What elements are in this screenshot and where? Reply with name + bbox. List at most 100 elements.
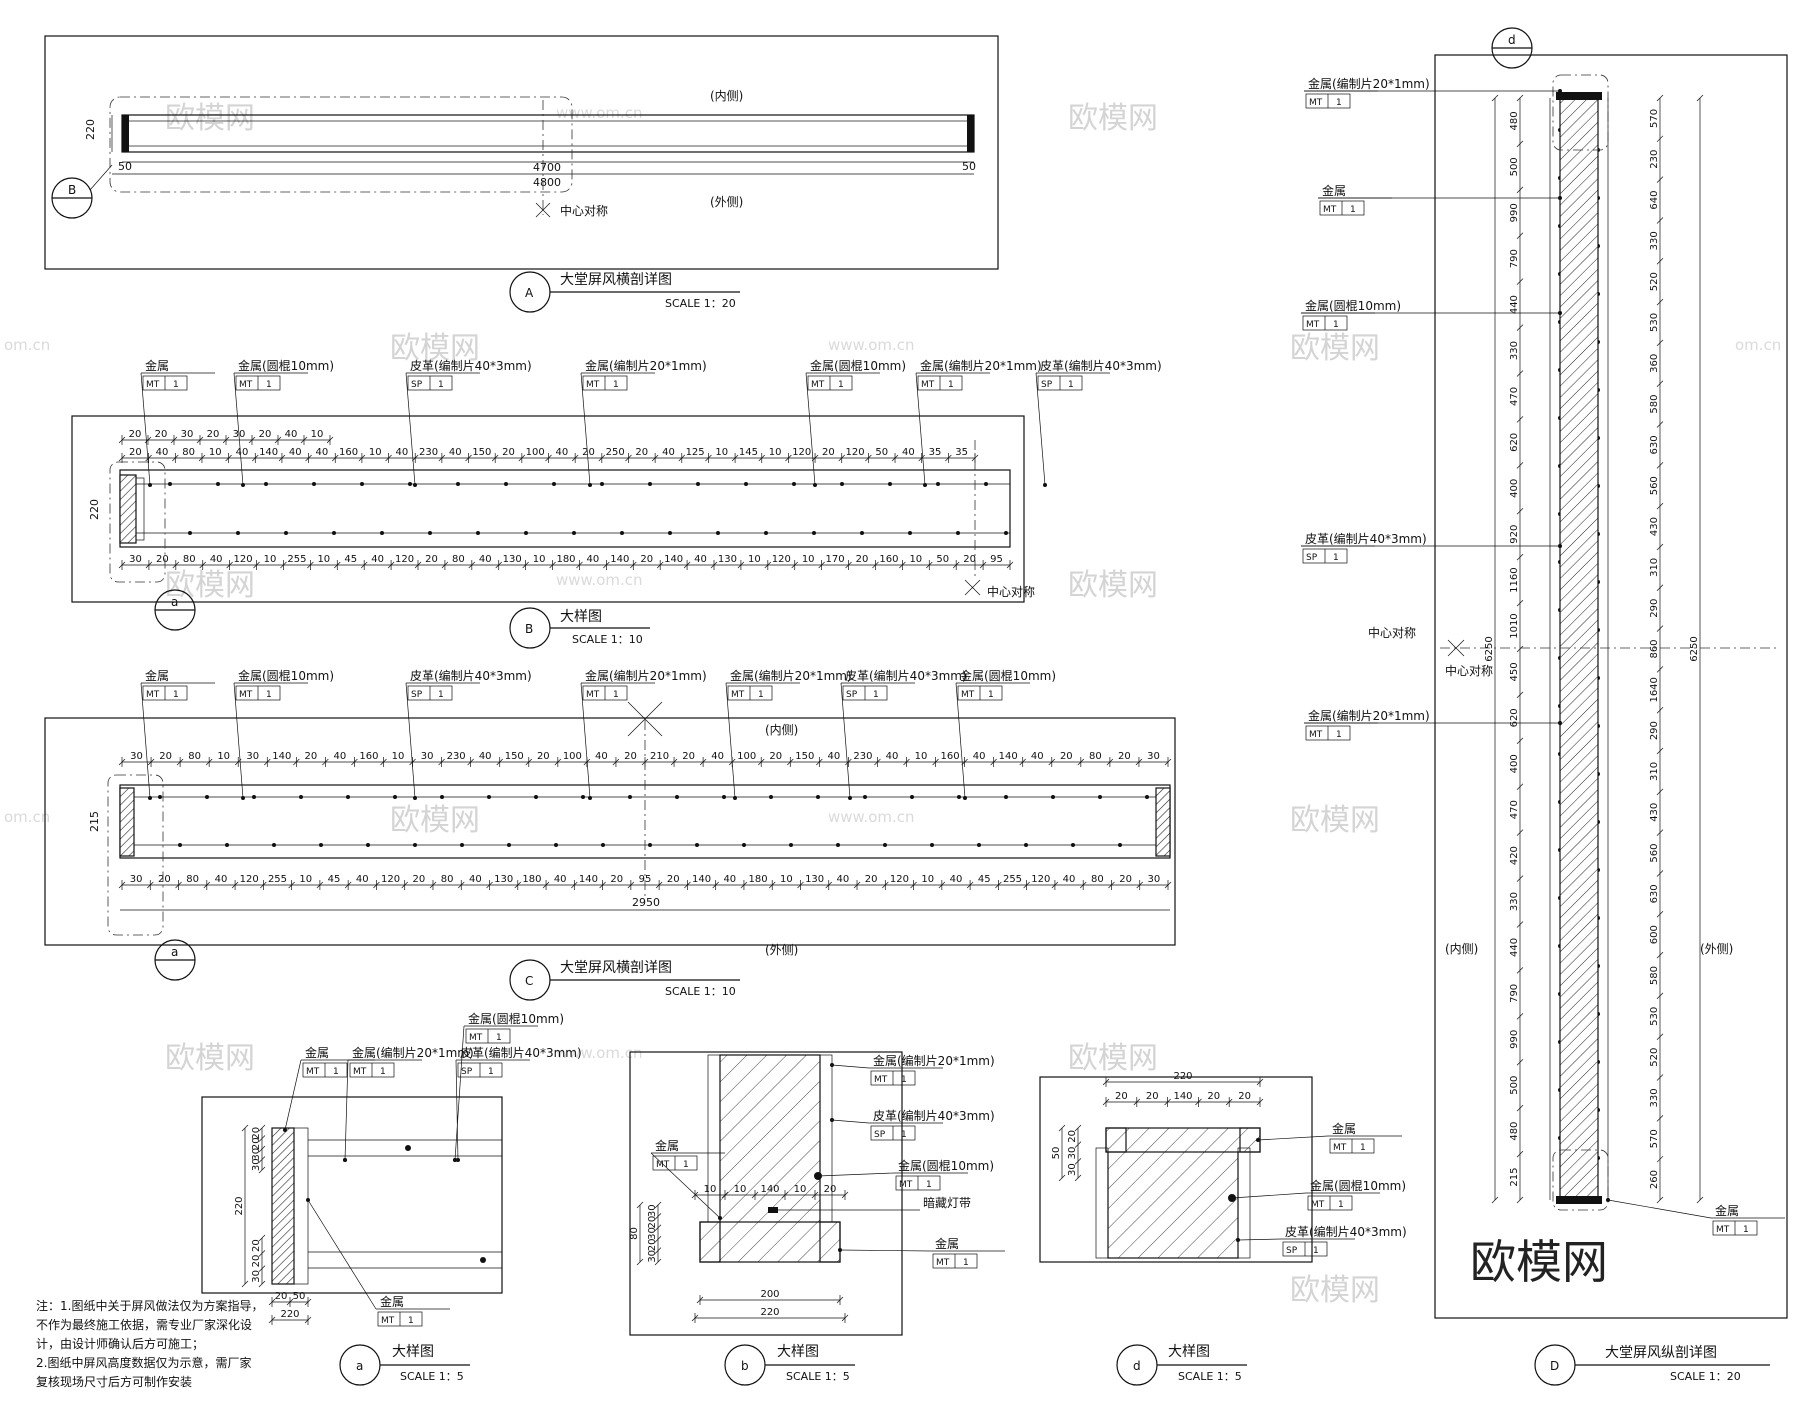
view-d-top-boundary: [1552, 74, 1609, 151]
dim-d-left-10: 1160: [1509, 567, 1520, 592]
note-line-4: 2.图纸中屏风高度数据仅为示意，需厂家: [36, 1355, 251, 1370]
d-label-4-text: 金属(编制片20*1mm): [1308, 708, 1430, 723]
b-label-6-code: SP: [1041, 380, 1053, 390]
c-label-4-num: 1: [758, 690, 764, 700]
b-label-3-num: 1: [613, 380, 619, 390]
dim-c-bot-18: 95: [639, 874, 652, 885]
dim-b-small-top-2: 140: [760, 1184, 779, 1195]
d-small-label-2-code: SP: [1286, 1246, 1298, 1256]
wm-site: www.om.cn: [556, 571, 643, 589]
b-small-label-0-text: 金属(编制片20*1mm): [873, 1053, 995, 1068]
c-label-5-code: SP: [846, 690, 858, 700]
note-line-5: 复核现场尺寸后方可制作安装: [36, 1374, 192, 1389]
wm-site: om.cn: [4, 336, 50, 354]
a-label-1-code: MT: [353, 1067, 367, 1077]
dim-c-top-1: 20: [159, 751, 172, 762]
dim-a-small-top-1: 20: [251, 1137, 262, 1150]
c-label-4-code: MT: [731, 690, 745, 700]
dim-d-small-row-3: 20: [1207, 1091, 1220, 1102]
view-a-end-right: [967, 115, 974, 152]
d-label-1-text: 金属: [1322, 183, 1346, 198]
dim-c-top-27: 10: [915, 751, 928, 762]
dim-c-top-25: 230: [853, 751, 872, 762]
dim-d-total-left-0: 6250: [1484, 636, 1495, 661]
dim-b-bot-32: 95: [990, 554, 1003, 565]
wm-logo: 欧模网: [165, 101, 255, 136]
view-c-callout-boundary: [107, 774, 164, 936]
d-label-5-text: 金属: [1715, 1203, 1739, 1218]
view-b-small-frame: [629, 1051, 903, 1336]
dim-d-right-15: 290: [1649, 721, 1660, 740]
b-label-0-code: MT: [146, 380, 160, 390]
title-a-small-letter: a: [356, 1359, 363, 1373]
dim-c-bot-1: 20: [158, 874, 171, 885]
dim-c-bot-31: 255: [1003, 874, 1022, 885]
dim-b-bot-3: 40: [210, 554, 223, 565]
dim-b-bot-2: 80: [183, 554, 196, 565]
dim-d-left-20: 990: [1509, 1030, 1520, 1049]
dim-b-small-col-2: 30: [647, 1227, 658, 1240]
dim-c-bot-23: 10: [780, 874, 793, 885]
dim-d-left-13: 620: [1509, 708, 1520, 727]
a-label-3-code: SP: [461, 1067, 473, 1077]
dim-d-left-16: 420: [1509, 846, 1520, 865]
dim-b-top-2: 80: [182, 447, 195, 458]
dim-b-top-8: 160: [339, 447, 358, 458]
dim-b-bot-11: 20: [425, 554, 438, 565]
dim-b-bot-6: 255: [287, 554, 306, 565]
c-label-2-code: SP: [411, 690, 423, 700]
c-label-0-num: 1: [173, 690, 179, 700]
dim-c-bot-24: 130: [805, 874, 824, 885]
dim-a-small-bot-2: 30: [251, 1270, 262, 1283]
dim-b-top-3: 10: [209, 447, 222, 458]
dim-c-top-35: 30: [1147, 751, 1160, 762]
title-a-small-scale: SCALE 1：5: [400, 1370, 464, 1383]
dim-b-top2-0: 20: [129, 429, 142, 440]
wm-site: om.cn: [1735, 336, 1781, 354]
sym-label-d-1: 中心对称: [1368, 625, 1416, 640]
dim-c-top-30: 140: [999, 751, 1018, 762]
dim-b-top-24: 10: [769, 447, 782, 458]
title-b-letter: B: [525, 622, 533, 636]
dim-b-bot-1: 20: [156, 554, 169, 565]
dim-d-right-14: 1640: [1649, 677, 1660, 702]
sym-label-d-2: 中心对称: [1445, 663, 1493, 678]
a-label-4-code: MT: [381, 1316, 395, 1326]
dim-c-bot-30: 45: [978, 874, 991, 885]
title-d-small-scale: SCALE 1：5: [1178, 1370, 1242, 1383]
a-label-2-text: 金属(圆棍10mm): [468, 1011, 564, 1026]
dim-d-right-3: 330: [1649, 231, 1660, 250]
dim-d-left-17: 330: [1509, 892, 1520, 911]
dim-b-top2-7: 10: [311, 429, 324, 440]
dim-c-bot-7: 45: [328, 874, 341, 885]
dim-c-top-16: 40: [595, 751, 608, 762]
callout-b-letter: B: [68, 183, 76, 197]
dim-c-top-20: 40: [711, 751, 724, 762]
dim-c-bot-10: 20: [412, 874, 425, 885]
dim-c-bot-2: 80: [186, 874, 199, 885]
dim-c-top-29: 40: [973, 751, 986, 762]
dim-b-bot-5: 10: [264, 554, 277, 565]
dim-b-bot-31: 20: [963, 554, 976, 565]
d-label-2-text: 金属(圆棍10mm): [1305, 298, 1401, 313]
b-small-label-0-code: MT: [874, 1075, 888, 1085]
dim-c-bot-4: 120: [240, 874, 259, 885]
dim-d-right-1: 230: [1649, 150, 1660, 169]
dim-d-right-20: 600: [1649, 925, 1660, 944]
dim-b-220: 220: [88, 499, 101, 520]
dim-c-bot-28: 10: [921, 874, 934, 885]
dim-d-right-12: 290: [1649, 599, 1660, 618]
dim-b-top2-4: 30: [233, 429, 246, 440]
wm-site: www.om.cn: [828, 336, 915, 354]
dim-c-bot-36: 30: [1147, 874, 1160, 885]
dim-d-small-row-0: 20: [1115, 1091, 1128, 1102]
dim-b-bot-30: 50: [936, 554, 949, 565]
d-small-label-1-code: MT: [1311, 1200, 1325, 1210]
dim-d-left-23: 215: [1509, 1167, 1520, 1186]
d-label-0-num: 1: [1336, 98, 1342, 108]
dim-c-bot-25: 40: [837, 874, 850, 885]
c-label-2-text: 皮革(编制片40*3mm): [410, 668, 532, 683]
dim-c-bot-5: 255: [268, 874, 287, 885]
